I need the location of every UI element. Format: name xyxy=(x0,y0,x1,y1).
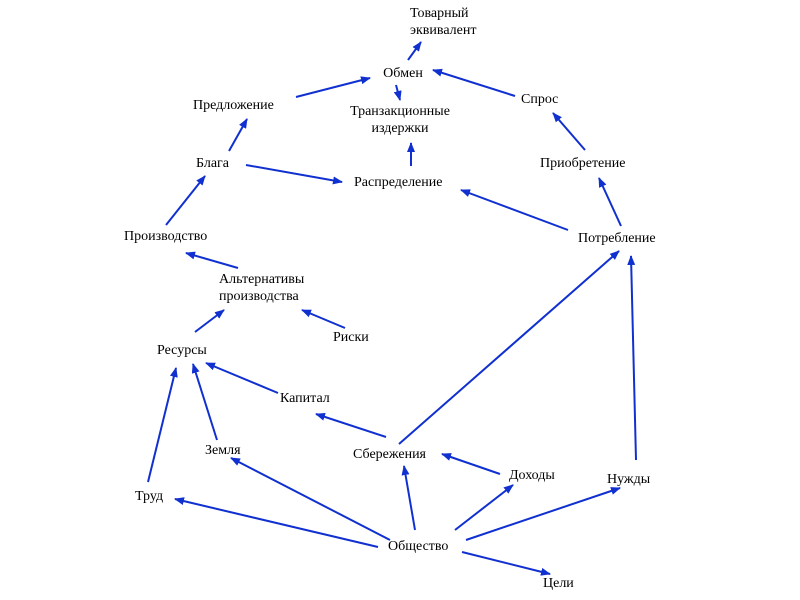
arrow-potreblenie-to-raspredelenie xyxy=(460,189,569,231)
arrow-resursy-to-alternativy xyxy=(194,309,225,333)
node-dohody: Доходы xyxy=(509,467,555,484)
node-blaga-label: Блага xyxy=(196,156,230,171)
node-riski: Риски xyxy=(333,329,369,346)
arrow-sberezheniya-to-kapital xyxy=(315,413,387,438)
arrow-obshchestvo-to-tseli xyxy=(461,551,551,576)
arrow-sberezheniya-to-potreblenie xyxy=(398,250,620,445)
arrow-potreblenie-to-priobretenie xyxy=(598,177,622,227)
arrow-riski-to-alternativy xyxy=(301,309,346,329)
node-obmen-label: Обмен xyxy=(383,66,423,81)
node-sberezheniya-label: Сбережения xyxy=(353,447,427,462)
node-tranzak-line1: Транзакционные xyxy=(350,104,450,119)
node-alternativy-line2: производства xyxy=(219,289,299,304)
node-raspredelenie-label: Распределение xyxy=(354,175,443,190)
node-zemlya: Земля xyxy=(205,442,241,459)
arrow-obshchestvo-to-zemlya xyxy=(230,457,391,541)
node-trud-label: Труд xyxy=(135,489,164,504)
arrow-trud-to-resursy xyxy=(147,367,178,483)
node-resursy: Ресурсы xyxy=(157,342,207,359)
node-obshchestvo-label: Общество xyxy=(388,539,449,554)
arrow-spros-to-obmen xyxy=(432,68,516,97)
node-predlozhenie-label: Предложение xyxy=(193,98,274,113)
arrow-predlozhenie-to-obmen xyxy=(295,76,371,98)
node-tranzak-line2: издержки xyxy=(371,121,429,136)
node-alternativy-line1: Альтернативы xyxy=(219,272,305,287)
arrow-alternativy-to-proizvodstvo xyxy=(185,251,239,269)
node-kapital: Капитал xyxy=(280,390,330,407)
node-resursy-label: Ресурсы xyxy=(157,343,207,358)
arrow-obshchestvo-to-dohody xyxy=(454,484,514,531)
node-raspredelenie: Распределение xyxy=(354,174,442,191)
node-proizvodstvo: Производство xyxy=(124,228,207,245)
node-potreblenie-label: Потребление xyxy=(578,231,656,246)
arrow-priobretenie-to-spros xyxy=(552,112,586,151)
node-predlozhenie: Предложение xyxy=(193,97,274,114)
node-blaga: Блага xyxy=(196,155,229,172)
node-trud: Труд xyxy=(135,488,163,505)
node-zemlya-label: Земля xyxy=(205,443,241,458)
node-tseli: Цели xyxy=(543,575,574,592)
node-nuzhdy-label: Нужды xyxy=(607,472,651,487)
arrow-blaga-to-raspredelenie xyxy=(245,164,343,185)
arrow-obshchestvo-to-trud xyxy=(174,497,379,548)
node-tranzaktsionnye-izderzhki: Транзакционные издержки xyxy=(335,103,465,137)
node-tovarny-ekvivalent: Товарный эквивалент xyxy=(410,5,477,39)
arrow-blaga-to-predlozhenie xyxy=(228,118,248,152)
node-dohody-label: Доходы xyxy=(509,468,555,483)
node-riski-label: Риски xyxy=(333,330,369,345)
node-spros: Спрос xyxy=(521,91,558,108)
arrow-kapital-to-resursy xyxy=(205,362,279,394)
arrow-obshchestvo-to-nuzhdy xyxy=(465,487,621,541)
arrow-obshchestvo-to-sberezheniya xyxy=(401,465,416,531)
arrow-obmen-to-tranzak xyxy=(393,84,402,101)
node-tovarny-line1: Товарный xyxy=(410,6,469,21)
node-obmen: Обмен xyxy=(370,65,436,82)
node-tseli-label: Цели xyxy=(543,576,574,591)
node-priobretenie-label: Приобретение xyxy=(540,156,626,171)
node-kapital-label: Капитал xyxy=(280,391,330,406)
node-potreblenie: Потребление xyxy=(578,230,656,247)
arrow-zemlya-to-resursy xyxy=(191,363,218,441)
arrow-proizvodstvo-to-blaga xyxy=(165,175,206,226)
node-proizvodstvo-label: Производство xyxy=(124,229,208,244)
arrow-obmen-to-tovarny xyxy=(407,41,422,61)
node-sberezheniya: Сбережения xyxy=(353,446,426,463)
node-spros-label: Спрос xyxy=(521,92,559,107)
node-priobretenie: Приобретение xyxy=(540,155,625,172)
node-tovarny-line2: эквивалент xyxy=(410,23,477,38)
node-nuzhdy: Нужды xyxy=(607,471,650,488)
node-alternativy-proizvodstva: Альтернативы производства xyxy=(219,271,304,305)
arrow-dohody-to-sberezheniya xyxy=(441,453,501,475)
arrow-nuzhdy-to-potreblenie xyxy=(627,255,637,461)
node-obshchestvo: Общество xyxy=(388,538,448,555)
